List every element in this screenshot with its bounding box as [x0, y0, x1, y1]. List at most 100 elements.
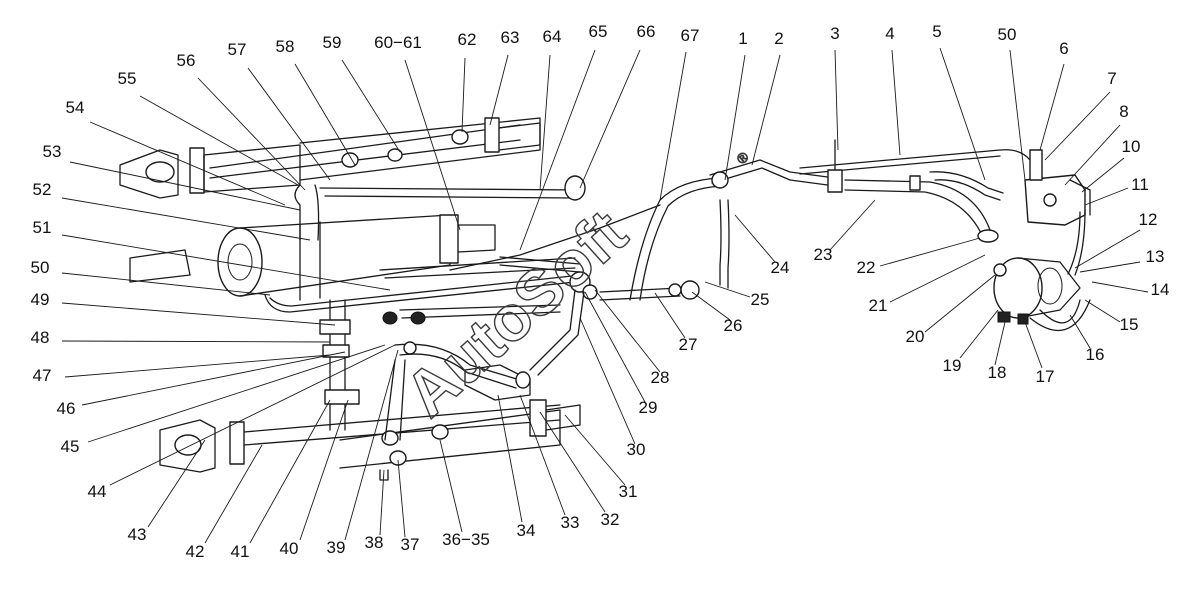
callout-number: 49 — [31, 290, 50, 309]
leader-line — [889, 254, 986, 303]
leader-line — [924, 274, 996, 333]
callout-number: 45 — [61, 437, 80, 456]
leader-line — [704, 281, 751, 298]
callout-number: 14 — [1151, 280, 1170, 299]
leader-line — [397, 459, 406, 538]
callout-number: 59 — [323, 33, 342, 52]
leader-line — [834, 49, 839, 151]
callout-number: 24 — [771, 258, 790, 277]
leader-line — [879, 237, 981, 267]
leader-line — [204, 444, 263, 544]
leader-line — [724, 54, 746, 181]
callout-number: 3 — [830, 24, 839, 43]
leader-line — [489, 54, 509, 126]
callout-number: 13 — [1146, 247, 1165, 266]
leader-line — [654, 292, 686, 339]
callout-number: 26 — [724, 316, 743, 335]
leader-line — [939, 47, 986, 181]
leader-line — [404, 59, 461, 231]
callout-number: 51 — [33, 218, 52, 237]
leader-line — [539, 54, 551, 191]
leader-line — [659, 51, 687, 201]
accumulator-cylinder — [129, 214, 496, 301]
leader-line — [1081, 157, 1125, 193]
callout-number: 56 — [177, 51, 196, 70]
callout-number: 5 — [932, 22, 941, 41]
leader-line — [147, 439, 206, 528]
callout-number: 6 — [1059, 39, 1068, 58]
leader-line — [519, 49, 596, 251]
leader-line — [87, 344, 386, 443]
leader-line — [1091, 281, 1149, 293]
leader-line — [1039, 63, 1065, 151]
leader-line — [61, 302, 336, 326]
leader-line — [519, 394, 566, 516]
leader-line — [691, 291, 731, 321]
leader-line — [994, 321, 1006, 366]
callout-number: 67 — [681, 26, 700, 45]
callout-number: 55 — [118, 69, 137, 88]
leader-line — [579, 317, 636, 445]
callout-number: 21 — [869, 296, 888, 315]
callout-number: 57 — [228, 40, 247, 59]
leader-line — [594, 289, 661, 373]
leader-line — [461, 57, 466, 133]
callout-number: 4 — [885, 24, 894, 43]
leader-line — [294, 63, 356, 166]
leader-line — [829, 199, 876, 251]
callout-number: 11 — [1131, 175, 1149, 194]
callout-number: 48 — [31, 328, 50, 347]
callout-number: 54 — [66, 98, 85, 117]
callout-number: 27 — [679, 335, 698, 354]
leader-line — [1084, 187, 1129, 206]
leader-line — [439, 439, 463, 533]
leader-line — [249, 399, 331, 544]
callout-number: 40 — [280, 539, 299, 558]
leader-line — [1024, 321, 1043, 369]
leader-line — [89, 121, 286, 206]
leader-line — [584, 291, 646, 403]
leader-line — [64, 354, 331, 378]
pump-motor — [993, 257, 1091, 332]
callout-number: 47 — [33, 366, 52, 385]
leader-line — [1079, 261, 1141, 273]
callout-number: 50 — [998, 25, 1017, 44]
callout-number: 64 — [543, 27, 562, 46]
callout-number: 19 — [943, 356, 962, 375]
callout-number: 58 — [276, 37, 295, 56]
watermark-registered-mark: ® — [733, 148, 752, 167]
callout-number: 28 — [651, 368, 670, 387]
callout-number: 36−35 — [442, 530, 490, 549]
long-pipe-run — [449, 139, 1031, 301]
upper-cylinder-assembly — [119, 117, 541, 241]
callout-number: 44 — [88, 482, 107, 501]
callout-number: 46 — [57, 399, 76, 418]
callout-number: 31 — [619, 482, 638, 501]
callout-number: 43 — [128, 525, 147, 544]
leader-line — [1074, 229, 1141, 269]
callout-number: 23 — [814, 245, 833, 264]
leader-line — [1064, 124, 1121, 186]
callout-number: 66 — [637, 22, 656, 41]
leader-line — [379, 469, 385, 536]
leader-line — [341, 59, 401, 153]
callout-number: 15 — [1120, 315, 1139, 334]
center-valve-block — [394, 289, 585, 401]
callout-number: 32 — [601, 510, 620, 529]
callout-number: 33 — [561, 513, 580, 532]
callout-number: 65 — [589, 22, 608, 41]
leader-line — [959, 309, 999, 359]
leader-line — [61, 272, 271, 296]
leader-line — [139, 95, 299, 186]
leader-line — [109, 344, 396, 486]
left-pipe-network — [264, 175, 598, 431]
callout-number: 38 — [365, 533, 384, 552]
leader-line — [579, 49, 641, 189]
leader-line — [1084, 299, 1121, 323]
callout-number: 22 — [857, 258, 876, 277]
leader-line — [891, 49, 901, 156]
leader-line — [734, 214, 776, 263]
leader-line — [1069, 314, 1091, 349]
callout-number: 18 — [988, 363, 1007, 382]
